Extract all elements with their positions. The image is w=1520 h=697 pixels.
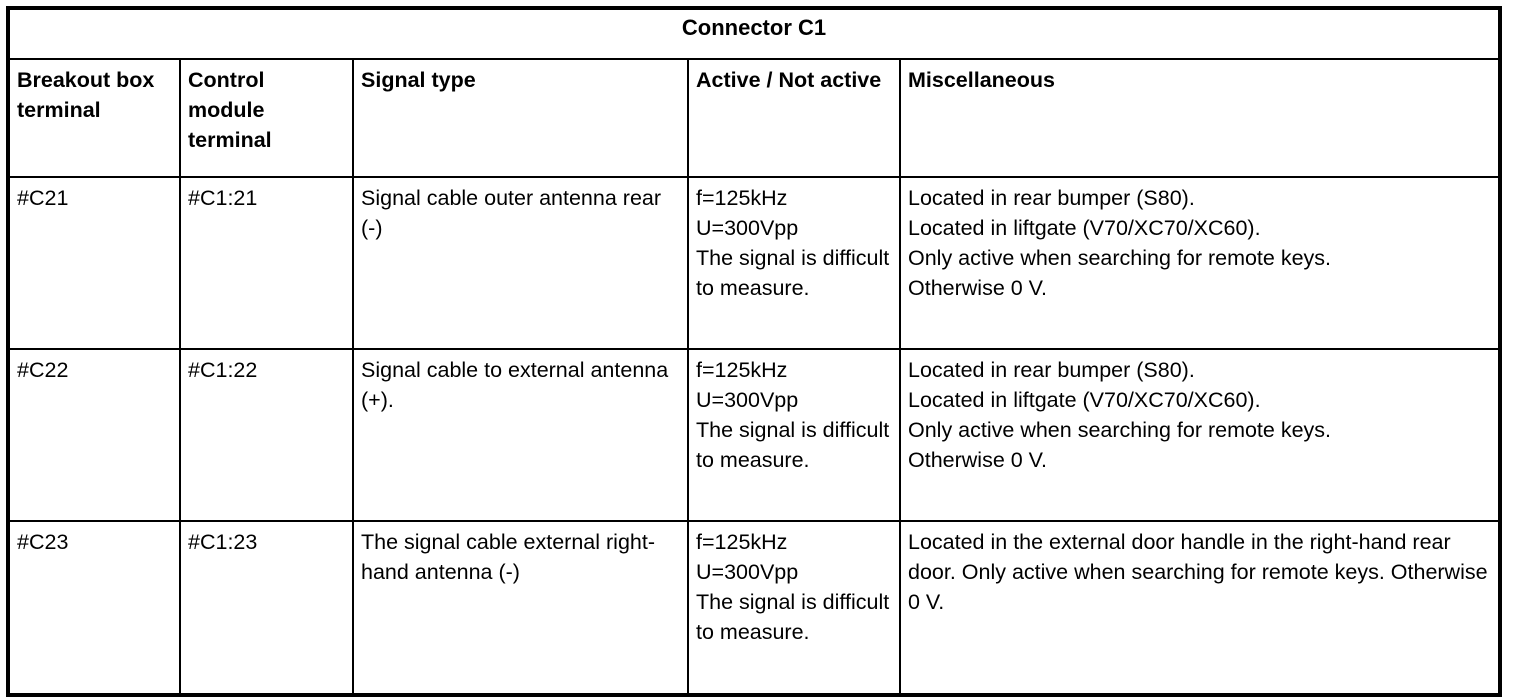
column-header-breakout-box-terminal: Breakout box terminal xyxy=(7,58,181,178)
cell-control-module-terminal: #C1:21 xyxy=(179,176,354,350)
cell-miscellaneous: Located in the external door handle in t… xyxy=(898,520,1502,696)
cell-text-line: The signal is difficult to measure. xyxy=(696,246,890,300)
cell-control-module-terminal: #C1:23 xyxy=(179,520,354,696)
cell-signal-type: Signal cable outer antenna rear (-) xyxy=(352,176,689,350)
cell-text-line: The signal is difficult to measure. xyxy=(696,590,890,644)
cell-text-line: f=125kHz xyxy=(696,530,788,554)
cell-miscellaneous: Located in rear bumper (S80). Located in … xyxy=(898,348,1502,522)
miscellaneous-lines: Located in rear bumper (S80). Located in … xyxy=(908,183,1492,303)
document-page: Connector C1 Breakout box terminal Contr… xyxy=(6,6,1503,697)
cell-text-line: Located in rear bumper (S80). xyxy=(908,186,1195,210)
table-title-row: Connector C1 xyxy=(8,8,1501,60)
table-body: #C21 #C1:21 Signal cable outer antenna r… xyxy=(7,176,1502,696)
table-row: #C22 #C1:22 Signal cable to external ant… xyxy=(7,348,1502,522)
cell-text-line: U=300Vpp xyxy=(696,560,799,584)
cell-miscellaneous: Located in rear bumper (S80). Located in … xyxy=(898,176,1502,350)
cell-text-line: f=125kHz xyxy=(696,358,788,382)
table-title: Connector C1 xyxy=(8,8,1501,60)
cell-breakout-box-terminal: #C22 xyxy=(7,348,181,522)
miscellaneous-lines: Located in the external door handle in t… xyxy=(908,527,1492,617)
cell-text-line: Located in liftgate (V70/XC70/XC60). xyxy=(908,216,1261,240)
table-row: #C21 #C1:21 Signal cable outer antenna r… xyxy=(7,176,1502,350)
cell-signal-type: Signal cable to external antenna (+). xyxy=(352,348,689,522)
cell-text-line: U=300Vpp xyxy=(696,216,799,240)
cell-text-line: Located in the external door handle in t… xyxy=(908,530,1488,614)
cell-text-line: f=125kHz xyxy=(696,186,788,210)
cell-breakout-box-terminal: #C23 xyxy=(7,520,181,696)
cell-text-line: Only active when searching for remote ke… xyxy=(908,246,1332,270)
column-header-control-module-terminal: Control module terminal xyxy=(179,58,354,178)
cell-breakout-box-terminal: #C21 xyxy=(7,176,181,350)
cell-text-line: Only active when searching for remote ke… xyxy=(908,418,1332,442)
column-header-active-not-active: Active / Not active xyxy=(687,58,901,178)
table-row: #C23 #C1:23 The signal cable external ri… xyxy=(7,520,1502,696)
column-header-miscellaneous: Miscellaneous xyxy=(898,58,1502,178)
cell-control-module-terminal: #C1:22 xyxy=(179,348,354,522)
cell-text-line: Located in liftgate (V70/XC70/XC60). xyxy=(908,388,1261,412)
cell-text-line: The signal is difficult to measure. xyxy=(696,418,890,472)
miscellaneous-lines: Located in rear bumper (S80). Located in … xyxy=(908,355,1492,475)
table-header-row: Breakout box terminal Control module ter… xyxy=(7,58,1502,178)
cell-text-line: Otherwise 0 V. xyxy=(908,448,1048,472)
connector-c1-table: Connector C1 Breakout box terminal Contr… xyxy=(6,6,1503,697)
cell-text-line: Located in rear bumper (S80). xyxy=(908,358,1195,382)
column-header-signal-type: Signal type xyxy=(352,58,689,178)
cell-text-line: U=300Vpp xyxy=(696,388,799,412)
cell-signal-type: The signal cable external right-hand ant… xyxy=(352,520,689,696)
cell-text-line: Otherwise 0 V. xyxy=(908,276,1048,300)
